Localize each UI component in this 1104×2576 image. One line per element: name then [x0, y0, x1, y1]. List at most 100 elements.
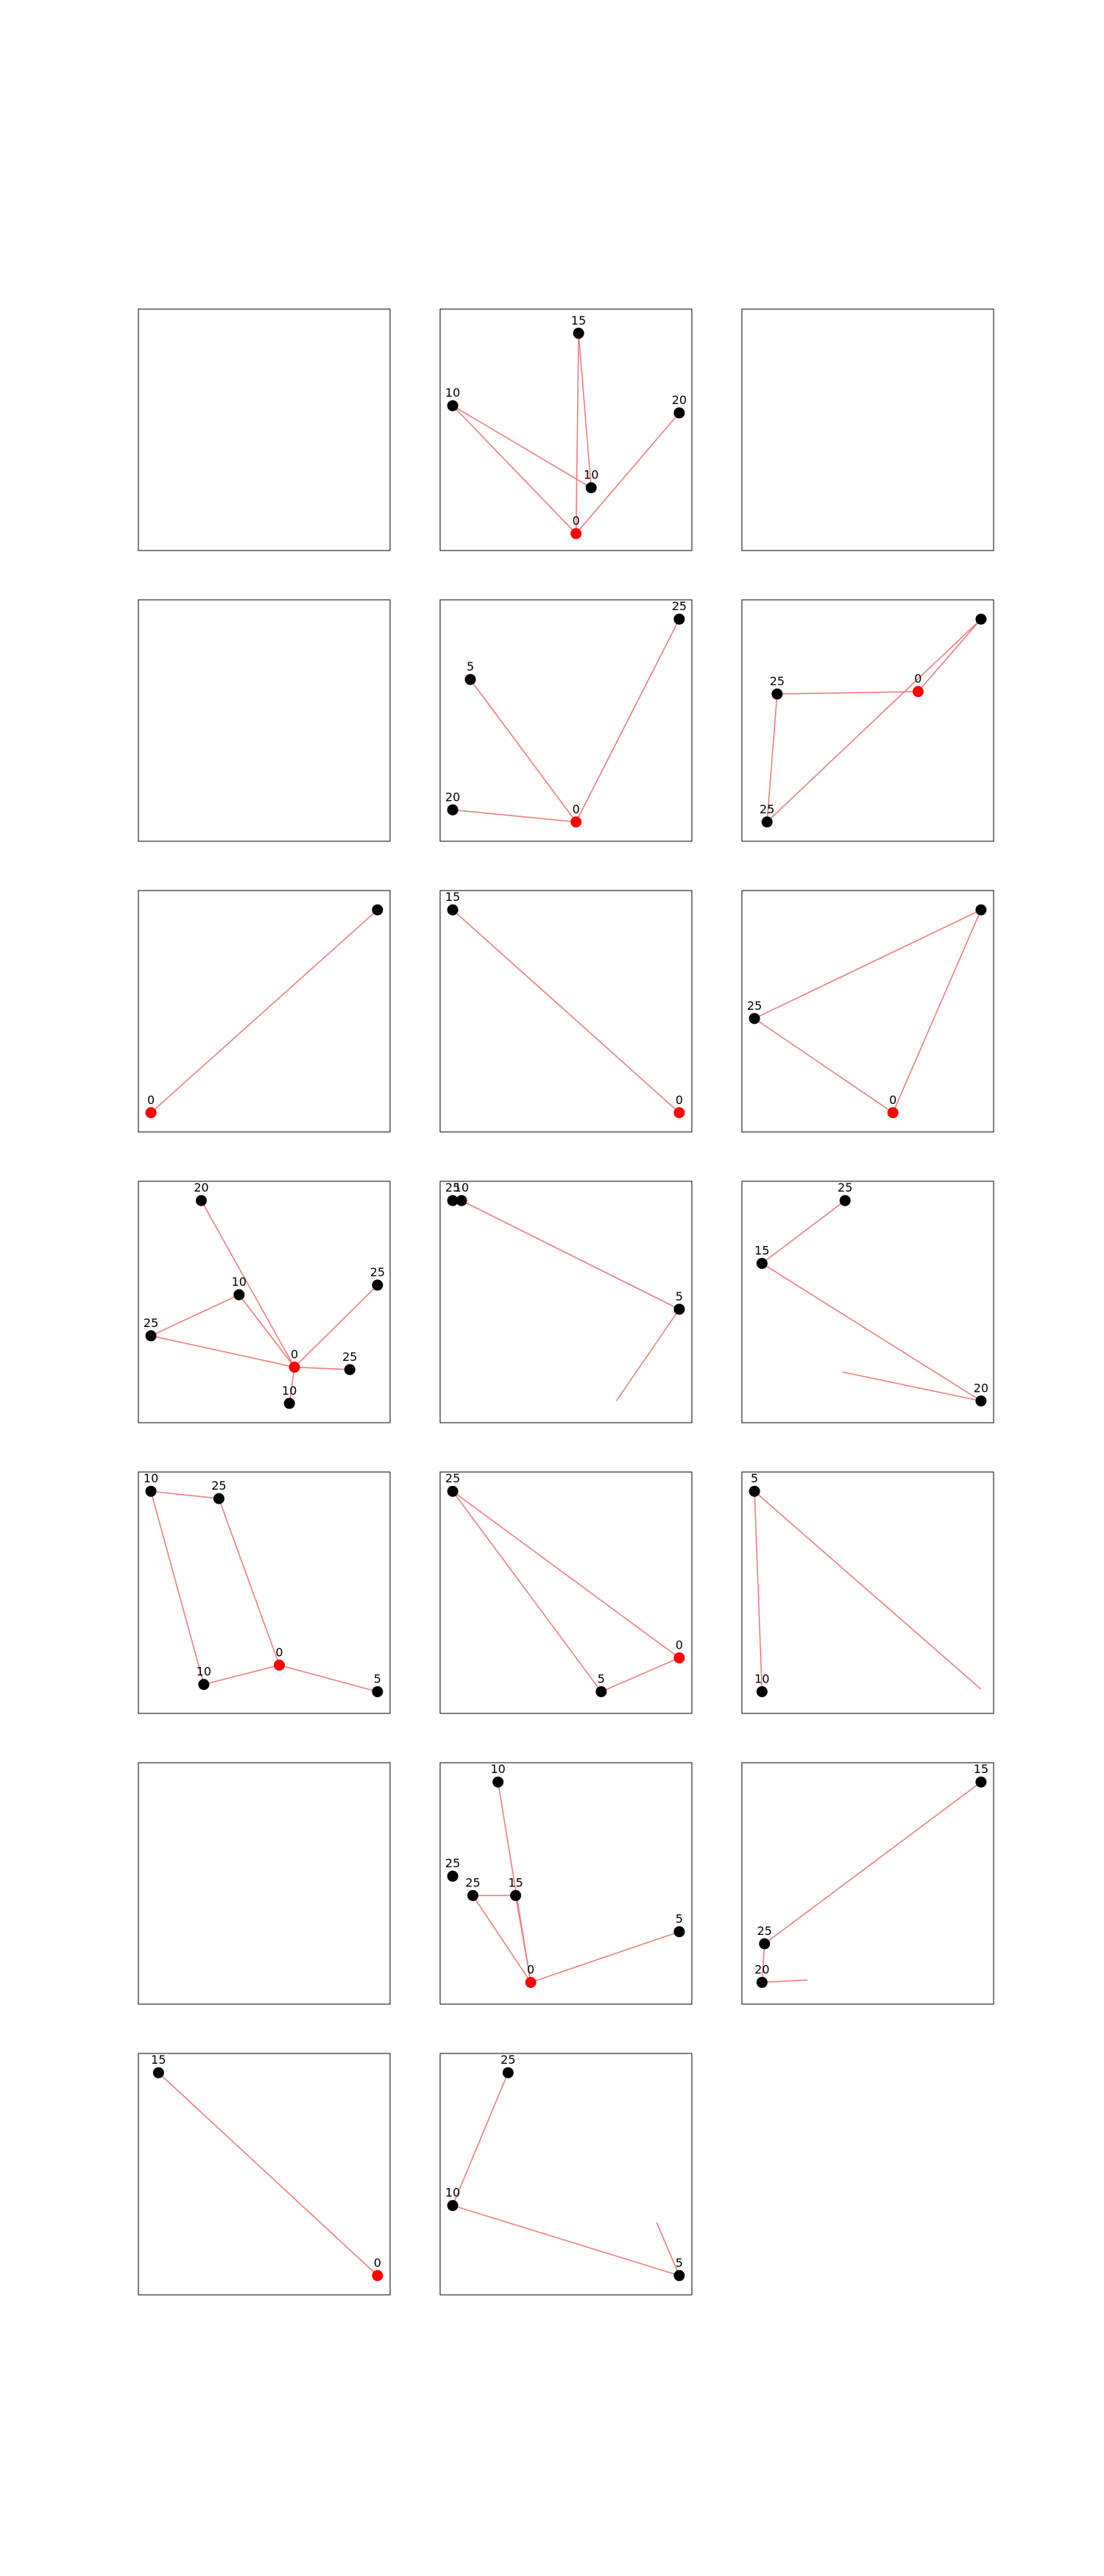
data-point — [502, 2067, 514, 2078]
data-point — [447, 1195, 459, 1206]
point-label: 20 — [672, 393, 687, 407]
data-point — [510, 1889, 522, 1901]
edge-line — [470, 679, 577, 823]
data-point — [283, 1398, 295, 1409]
point-label: 20 — [754, 1962, 769, 1976]
panel-frame — [439, 1762, 693, 2005]
point-label: 0 — [914, 672, 921, 686]
point-label: 5 — [467, 659, 474, 673]
data-point — [372, 2270, 383, 2282]
point-label: 0 — [676, 1638, 683, 1652]
point-label: 25 — [672, 599, 687, 613]
point-label: 10 — [445, 386, 460, 400]
data-point — [492, 1776, 504, 1788]
edge-line — [766, 693, 778, 822]
edge-line — [575, 618, 680, 823]
edge-line — [151, 1490, 219, 1499]
data-point — [372, 1279, 383, 1291]
data-point — [595, 1685, 607, 1697]
edge-line — [218, 1498, 280, 1666]
edge-line — [766, 618, 982, 823]
point-label: 10 — [754, 1671, 769, 1685]
point-label: 25 — [445, 1856, 460, 1870]
point-label: 0 — [676, 1093, 683, 1107]
panel-frame — [439, 890, 693, 1133]
edge-line — [461, 1200, 680, 1310]
point-label: 10 — [197, 1665, 211, 1679]
edge-line — [615, 1309, 680, 1401]
point-label: 25 — [465, 1875, 480, 1889]
data-point — [447, 400, 459, 411]
data-point — [145, 1107, 157, 1119]
point-label: 25 — [747, 999, 762, 1013]
panel-19: 150 — [138, 2053, 391, 2296]
edge-line — [764, 1781, 982, 1945]
data-point — [447, 2200, 459, 2212]
edge-line — [917, 618, 982, 693]
point-label: 25 — [342, 1350, 357, 1364]
data-point — [447, 804, 459, 815]
data-point — [213, 1493, 224, 1504]
point-label: 15 — [571, 314, 586, 328]
panel-frame — [138, 599, 391, 842]
edge-line — [452, 2204, 680, 2276]
data-point — [464, 673, 476, 685]
point-label: 25 — [144, 1316, 158, 1330]
panel-frame — [138, 1762, 391, 2005]
point-label: 15 — [445, 890, 460, 904]
point-label: 25 — [760, 802, 774, 816]
panel-4 — [138, 599, 391, 842]
data-point — [975, 1395, 987, 1406]
data-point — [912, 686, 924, 698]
point-label: 0 — [527, 1962, 534, 1976]
point-label: 5 — [598, 1671, 605, 1685]
panel-frame — [741, 1471, 994, 1714]
edge-line — [453, 809, 576, 823]
edge-line — [158, 2072, 378, 2276]
data-point — [145, 1485, 157, 1497]
point-label: 10 — [232, 1275, 247, 1289]
data-point — [570, 528, 582, 539]
point-label: 25 — [211, 1479, 226, 1493]
point-label: 0 — [291, 1348, 298, 1362]
panel-frame — [741, 890, 994, 1133]
data-point — [673, 1926, 685, 1938]
edge-line — [754, 1491, 763, 1692]
edge-line — [200, 1200, 295, 1367]
edge-line — [754, 1490, 982, 1690]
point-label: 5 — [751, 1471, 758, 1485]
data-point — [289, 1362, 300, 1373]
edge-line — [150, 1335, 295, 1368]
panel-1 — [138, 308, 391, 551]
panel-frame — [439, 2053, 693, 2296]
edge-line — [575, 333, 579, 534]
edge-line — [656, 2222, 680, 2276]
edge-line — [578, 333, 592, 488]
edge-line — [452, 1490, 602, 1692]
data-point — [761, 816, 773, 828]
data-point — [839, 1195, 851, 1206]
data-point — [756, 1976, 768, 1988]
data-point — [673, 407, 685, 419]
data-point — [673, 1107, 685, 1119]
data-point — [771, 688, 783, 700]
edge-line — [754, 909, 982, 1019]
data-point — [975, 1776, 987, 1788]
panel-7: 0 — [138, 890, 391, 1133]
point-label: 25 — [500, 2053, 515, 2067]
data-point — [344, 1364, 355, 1376]
edge-line — [452, 2072, 509, 2206]
data-point — [525, 1976, 537, 1988]
point-label: 5 — [676, 1912, 683, 1926]
point-label: 20 — [974, 1381, 988, 1395]
data-point — [570, 816, 582, 828]
panel-frame — [439, 1181, 693, 1423]
data-point — [447, 1870, 459, 1882]
panel-frame — [439, 1471, 693, 1714]
